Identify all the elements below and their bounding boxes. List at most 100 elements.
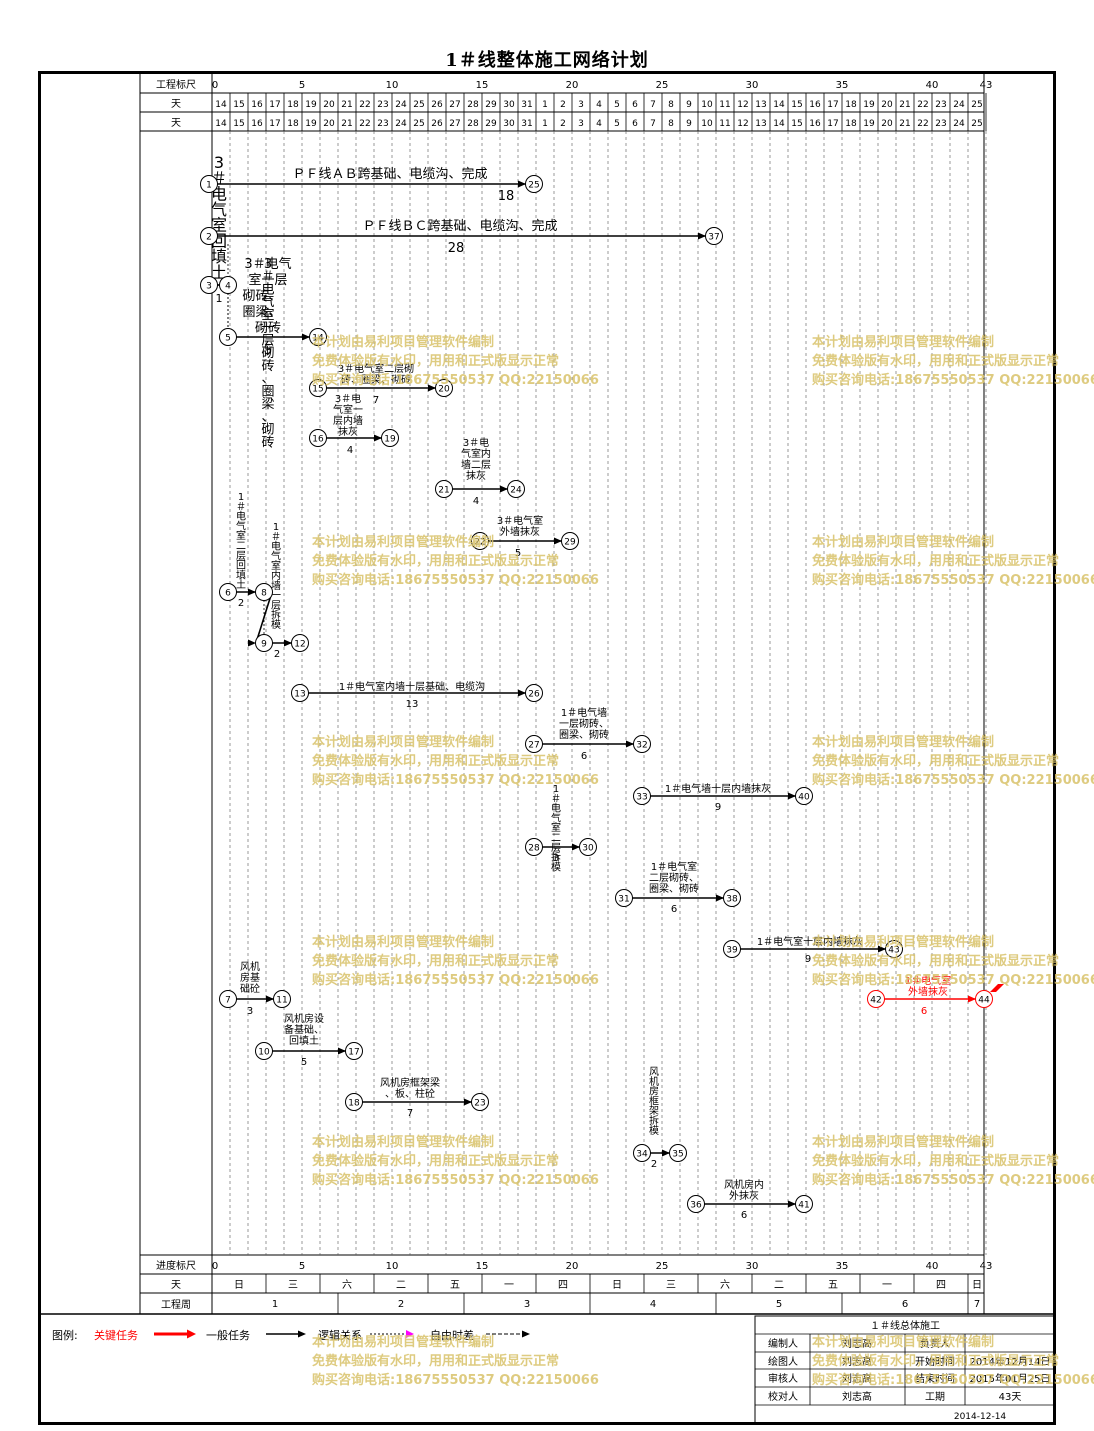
node-circle: [723, 940, 741, 958]
node-circle: [309, 328, 327, 346]
week-number: 4: [650, 1299, 656, 1310]
task-duration: 2: [238, 598, 244, 609]
signoff-value2: 2015年01月25日: [970, 1372, 1051, 1385]
task-label: 础砼: [240, 982, 260, 995]
day-number: 6: [632, 119, 638, 129]
task-duration: 5: [301, 1057, 307, 1068]
task-label-char: 气: [261, 294, 274, 310]
node-circle: [471, 532, 489, 550]
day-number: 10: [701, 100, 713, 110]
scale-tick: 40: [926, 80, 939, 91]
node-number: 9: [261, 640, 267, 650]
arrow-head: [284, 639, 292, 647]
weekday-label: 二: [396, 1280, 406, 1291]
node-number: 14: [312, 334, 324, 344]
day-number: 1: [542, 119, 548, 129]
day-number: 17: [827, 119, 838, 129]
task-duration: 3: [553, 853, 559, 864]
task-label-char: 一: [271, 591, 281, 602]
day-number: 20: [323, 119, 335, 129]
week-number: 1: [272, 1299, 278, 1310]
task-duration: 2: [274, 649, 280, 660]
legend-free-float-label: 自由时差: [430, 1329, 474, 1342]
node-circle: [219, 583, 237, 601]
task-label-char: 拆: [551, 851, 561, 864]
day-number: 20: [881, 100, 893, 110]
node-circle: [309, 379, 327, 397]
week-number: 5: [776, 1299, 782, 1310]
task-label-char: 1: [273, 522, 279, 533]
task-duration: 6: [671, 904, 677, 915]
node-circle: [345, 1042, 363, 1060]
day-number: 29: [485, 100, 497, 110]
arrow-head: [518, 689, 526, 697]
arrow-head: [968, 995, 976, 1003]
task-label: 、板、柱砼: [385, 1087, 435, 1100]
day-number: 7: [650, 119, 656, 129]
day-number: 21: [899, 119, 910, 129]
weekday-label: 四: [936, 1280, 946, 1291]
task-label-char: 电: [271, 540, 281, 553]
weekday-label: 五: [450, 1280, 460, 1291]
day-number: 8: [668, 100, 674, 110]
task-duration: 5: [515, 548, 521, 559]
progress-tick: 25: [656, 1261, 669, 1272]
signoff-key2: 开始时间: [915, 1355, 955, 1368]
day-number: 28: [467, 100, 479, 110]
task-label-char: 气: [236, 519, 246, 532]
task-label-char: 层: [551, 842, 561, 854]
node-circle: [579, 838, 597, 856]
weekday-label: 六: [342, 1279, 352, 1291]
day-number: 24: [395, 119, 407, 129]
day-number: 18: [845, 119, 857, 129]
node-circle: [525, 735, 543, 753]
node-number: 16: [312, 435, 324, 445]
day-label: 天: [171, 1280, 181, 1291]
task-label: 1＃电气室十层内墙抹灰: [757, 935, 863, 948]
task-label-char: 、: [261, 410, 274, 425]
progress-tick: 5: [299, 1261, 305, 1272]
task-label: 抹灰: [338, 425, 358, 438]
arrow-head: [248, 639, 256, 647]
task-label: 外墙抹灰: [908, 985, 948, 998]
node-number: 5: [225, 334, 231, 344]
node-number: 44: [978, 996, 990, 1006]
signoff-key: 审核人: [768, 1372, 798, 1385]
task-duration: 6: [581, 751, 587, 762]
day-number: 25: [971, 119, 982, 129]
task-label: 1＃电气墙十层内墙抹灰: [665, 782, 771, 795]
day-number: 21: [899, 100, 910, 110]
signoff-value: 刘志高: [842, 1372, 872, 1385]
legend-logic-arrow-icon: [406, 1330, 414, 1338]
legend-logic-label: 逻辑关系: [318, 1329, 362, 1342]
node-circle: [345, 1093, 363, 1111]
day-number: 17: [269, 119, 280, 129]
day-number: 22: [917, 100, 928, 110]
task-label-char: 电: [261, 282, 274, 297]
arrow-head: [788, 792, 796, 800]
day-number: 8: [668, 119, 674, 129]
legend-critical-arrow-icon: [187, 1329, 196, 1339]
task-label-char: 模: [649, 1125, 659, 1137]
task-label: 回填土: [289, 1034, 319, 1047]
day-number: 15: [233, 100, 244, 110]
task-label-char: 层: [271, 599, 281, 611]
day-number: 27: [449, 100, 460, 110]
arrow-head: [464, 1098, 472, 1106]
arrow-head: [698, 232, 706, 240]
task-label-char: 墙: [271, 579, 281, 592]
task-label: 圈梁、砌砖: [559, 728, 609, 741]
task-label-char: 土: [211, 263, 227, 282]
node-circle: [795, 787, 813, 805]
day-number: 30: [503, 119, 515, 129]
day-label: 天: [171, 118, 181, 129]
node-circle: [633, 1144, 651, 1162]
task-label-char: 砖: [261, 435, 274, 450]
task-label: 层内墙: [333, 414, 363, 427]
day-number: 17: [827, 100, 838, 110]
node-circle: [219, 276, 237, 294]
task-label-char: 填: [236, 568, 246, 581]
day-label: 天: [171, 99, 181, 110]
task-duration: 4: [473, 496, 479, 507]
node-number: 19: [384, 435, 396, 445]
